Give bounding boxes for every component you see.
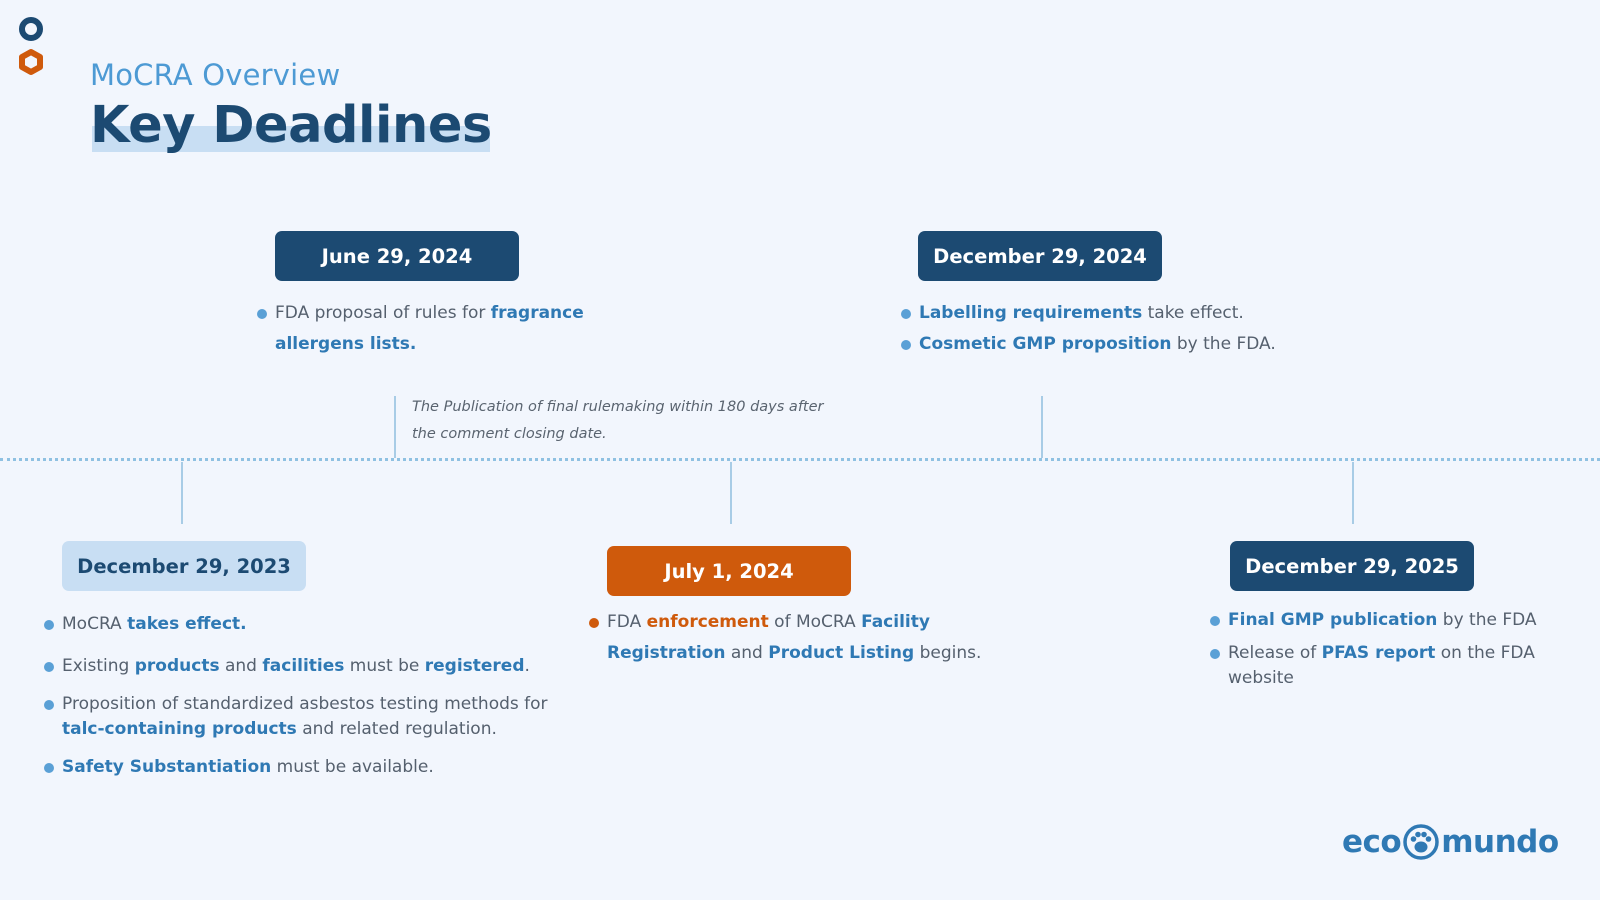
milestone-list-dec2024: Labelling requirements take effect. Cosm… (900, 298, 1320, 360)
milestone-list-jun2024: FDA proposal of rules for fragrance alle… (256, 298, 616, 360)
milestone-list-jul2024: FDA enforcement of MoCRA Facility Regist… (588, 607, 988, 669)
date-badge-dec2024: December 29, 2024 (918, 231, 1162, 281)
bullet-dot (44, 620, 54, 630)
bullet-dot (901, 340, 911, 350)
date-badge-jul2024: July 1, 2024 (607, 546, 851, 596)
bullet-dot (44, 700, 54, 710)
list-item: Cosmetic GMP proposition by the FDA. (900, 329, 1320, 360)
ecomundo-logo: eco mundo (1342, 820, 1559, 864)
page-subtitle: MoCRA Overview (90, 58, 341, 92)
timeline-connector-jun2024 (394, 396, 396, 458)
bullet-dot (1210, 649, 1220, 659)
timeline-axis (0, 458, 1600, 461)
date-badge-jun2024: June 29, 2024 (275, 231, 519, 281)
milestone-list-dec2025: Final GMP publication by the FDA Release… (1209, 608, 1569, 691)
timeline-connector-jul2024 (730, 462, 732, 524)
bullet-dot (901, 309, 911, 319)
page-title-block: Key Deadlines (90, 96, 492, 155)
list-item: FDA enforcement of MoCRA Facility Regist… (588, 607, 988, 669)
list-item: Labelling requirements take effect. (900, 298, 1320, 329)
bullet-dot (257, 309, 267, 319)
rulemaking-note: The Publication of final rulemaking with… (412, 399, 824, 442)
paw-print-icon (1403, 824, 1439, 860)
bullet-dot (1210, 616, 1220, 626)
list-item: Safety Substantiation must be available. (43, 755, 563, 780)
list-item: FDA proposal of rules for fragrance alle… (256, 298, 616, 360)
list-item: Release of PFAS report on the FDA websit… (1209, 641, 1569, 691)
date-badge-dec2023: December 29, 2023 (62, 541, 306, 591)
timeline-connector-dec2023 (181, 462, 183, 524)
title-highlight (92, 126, 490, 152)
bullet-dot (589, 618, 599, 628)
timeline-connector-dec2024 (1041, 396, 1043, 458)
page-title: Key Deadlines (90, 96, 492, 155)
decorative-rings-icon (19, 17, 43, 75)
list-item: Proposition of standardized asbestos tes… (43, 692, 563, 742)
logo-text-left: eco (1342, 824, 1402, 860)
date-badge-dec2025: December 29, 2025 (1230, 541, 1474, 591)
list-item: Existing products and facilities must be… (43, 654, 563, 679)
bullet-dot (44, 763, 54, 773)
bullet-dot (44, 662, 54, 672)
logo-text-right: mundo (1441, 824, 1559, 860)
list-item: Final GMP publication by the FDA (1209, 608, 1569, 633)
milestone-list-dec2023: MoCRA takes effect. Existing products an… (43, 612, 563, 780)
list-item: MoCRA takes effect. (43, 612, 563, 637)
timeline-connector-dec2025 (1352, 462, 1354, 524)
